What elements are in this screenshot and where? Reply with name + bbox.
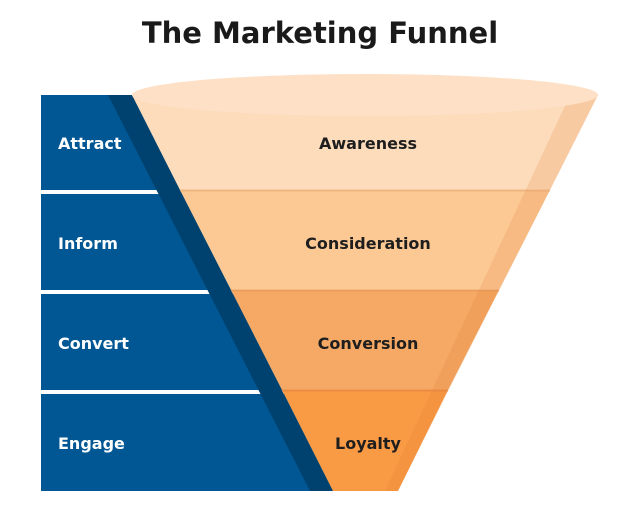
phase-label-consideration: Consideration [305, 234, 431, 253]
stage-label-inform: Inform [58, 234, 118, 253]
funnel [132, 74, 598, 491]
funnel-shadow [108, 95, 333, 491]
band-awareness [132, 95, 598, 190]
band-loyalty [282, 390, 448, 491]
stage-label-engage: Engage [58, 434, 125, 453]
funnel-rim [132, 74, 598, 116]
band-consideration [180, 190, 550, 290]
band-conversion [231, 290, 499, 390]
phase-label-conversion: Conversion [318, 334, 419, 353]
phase-label-awareness: Awareness [319, 134, 417, 153]
diagram-title: The Marketing Funnel [142, 16, 498, 50]
funnel-side-shade [385, 95, 598, 491]
stage-label-convert: Convert [58, 334, 129, 353]
phase-label-loyalty: Loyalty [335, 434, 402, 453]
stage-label-attract: Attract [58, 134, 122, 153]
